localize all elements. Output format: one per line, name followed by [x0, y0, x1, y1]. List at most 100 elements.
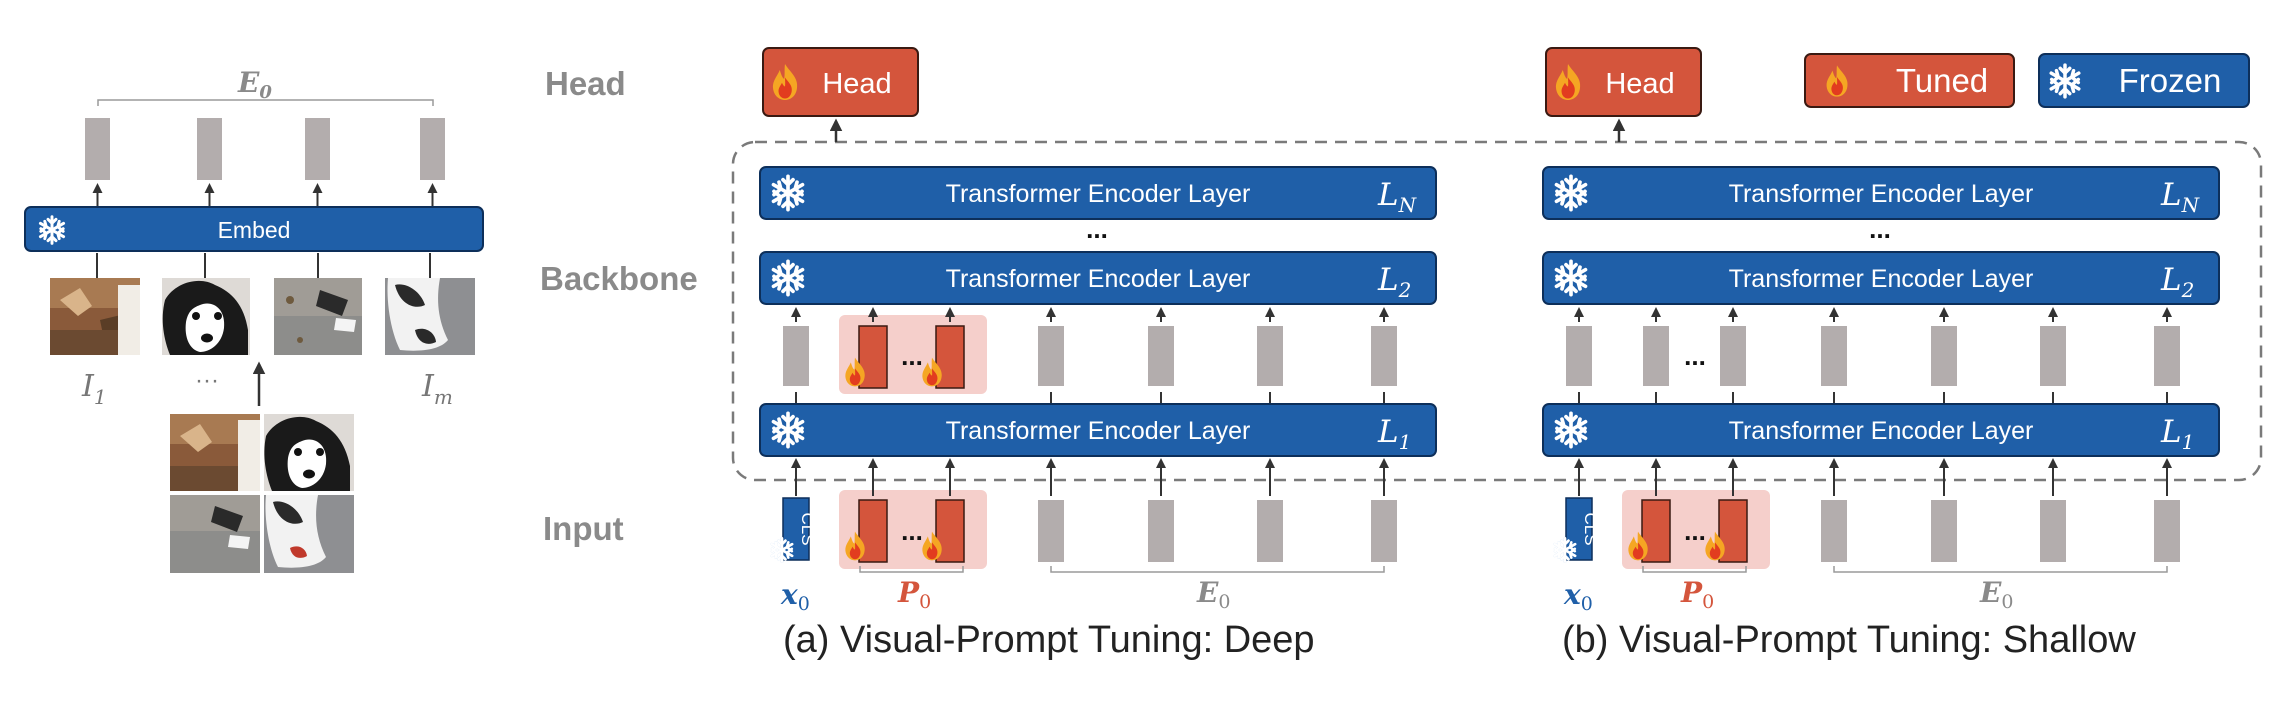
head-block: Head [762, 47, 919, 117]
embed-layer: Embed [24, 206, 484, 252]
patch-token [1371, 326, 1397, 386]
snowflake-icon [1554, 411, 1588, 449]
snowflake-icon [770, 537, 794, 563]
patch-token [1821, 500, 1847, 562]
intermediate-tokens: ... [783, 315, 1397, 394]
cls-input-token [782, 497, 810, 561]
left-e0-label: E0 [237, 66, 272, 103]
patch-token [1821, 326, 1847, 386]
layer-index-one: L1 [2160, 414, 2194, 454]
patch-token [1931, 326, 1957, 386]
layer-index-one: L1 [1377, 414, 1411, 454]
cls-input-token [1565, 497, 1593, 561]
patch-token [1148, 326, 1174, 386]
x0-label: x0 [1563, 578, 1593, 615]
left-token [197, 118, 222, 180]
layer-label: Transformer Encoder Layer [1729, 417, 2034, 445]
im-label: Im [421, 369, 453, 409]
layer-label: Transformer Encoder Layer [1729, 180, 2034, 208]
layer-label: Transformer Encoder Layer [946, 180, 1251, 208]
snowflake-icon [771, 174, 805, 212]
encoder-layer-two: Transformer Encoder Layer L2 [759, 251, 1437, 305]
left-panel: E0 Embed [24, 66, 484, 573]
row-label-head: Head [545, 65, 626, 102]
layer-label: Transformer Encoder Layer [946, 417, 1251, 445]
prompt-ellipsis: ... [901, 516, 923, 546]
encoder-layer-two: Transformer Encoder Layer L2 [1542, 251, 2220, 305]
layer-label: Transformer Encoder Layer [1729, 265, 2034, 293]
left-embedding-tokens [85, 118, 445, 180]
layer-index-n: LN [1377, 177, 1418, 217]
patch-token [1038, 326, 1064, 386]
legend: Tuned Frozen [1804, 53, 2250, 108]
legend-frozen: Frozen [2038, 53, 2250, 108]
caption-shallow: (b) Visual-Prompt Tuning: Shallow [1562, 619, 2136, 661]
left-token [420, 118, 445, 180]
patch-token [1257, 500, 1283, 562]
image-patch-2 [162, 278, 250, 355]
cls-token [1566, 326, 1592, 386]
image-patch-4 [385, 278, 475, 355]
p0-label: P0 [1680, 576, 1714, 613]
backbone-frame [731, 140, 2263, 482]
left-token [305, 118, 330, 180]
layer-index-two: L2 [1377, 262, 1411, 302]
e0-label: E0 [1196, 576, 1230, 613]
snowflake-icon [771, 411, 805, 449]
cls-label: CLS [798, 512, 817, 545]
layer-index-two: L2 [2160, 262, 2194, 302]
e0-label: E0 [1979, 576, 2013, 613]
caption-deep: (a) Visual-Prompt Tuning: Deep [783, 619, 1315, 661]
input-tokens: CLS... [1553, 490, 2180, 569]
row-label-input: Input [543, 510, 624, 547]
layer-ellipsis: ... [1869, 214, 1891, 244]
patch-token [2154, 326, 2180, 386]
prompt-output-token [1643, 326, 1669, 386]
legend-frozen-label: Frozen [2119, 62, 2222, 99]
snowflake-icon [1554, 259, 1588, 297]
patch-token [2040, 326, 2066, 386]
p0-label: P0 [897, 576, 931, 613]
cls-token [783, 326, 809, 386]
cls-label: CLS [1581, 512, 1600, 545]
layer-ellipsis: ... [1086, 214, 1108, 244]
patch-token [2040, 500, 2066, 562]
token-ellipsis: ... [1684, 341, 1706, 371]
row-label-backbone: Backbone [540, 260, 698, 297]
patch-token [1931, 500, 1957, 562]
left-ellipsis: ··· [195, 367, 219, 394]
legend-tuned-label: Tuned [1896, 62, 1988, 99]
encoder-layer-one: Transformer Encoder Layer L1 [759, 403, 1437, 457]
snowflake-icon [1553, 537, 1577, 563]
image-patch-3 [274, 278, 362, 355]
snowflake-icon [2049, 63, 2081, 99]
patch-token [1257, 326, 1283, 386]
input-tokens: CLS... [770, 490, 1397, 569]
snowflake-icon [38, 215, 66, 245]
patch-token [1371, 500, 1397, 562]
legend-tuned: Tuned [1804, 53, 2015, 108]
x0-label: x0 [780, 578, 810, 615]
head-label: Head [822, 68, 891, 100]
snowflake-icon [1554, 174, 1588, 212]
head-block: Head [1545, 47, 1702, 117]
left-token [85, 118, 110, 180]
prompt-ellipsis: ... [901, 341, 923, 371]
input-image [170, 414, 354, 573]
encoder-layer-one: Transformer Encoder Layer L1 [1542, 403, 2220, 457]
i1-label: I1 [81, 369, 107, 409]
encoder-layer-n: Transformer Encoder Layer LN [759, 166, 1437, 220]
prompt-output-token [1720, 326, 1746, 386]
prompt-token [935, 325, 965, 389]
patch-token [1038, 500, 1064, 562]
patch-token [2154, 500, 2180, 562]
intermediate-tokens: ... [1566, 326, 2180, 386]
prompt-ellipsis: ... [1684, 516, 1706, 546]
snowflake-icon [771, 259, 805, 297]
head-label: Head [1605, 68, 1674, 100]
layer-label: Transformer Encoder Layer [946, 265, 1251, 293]
